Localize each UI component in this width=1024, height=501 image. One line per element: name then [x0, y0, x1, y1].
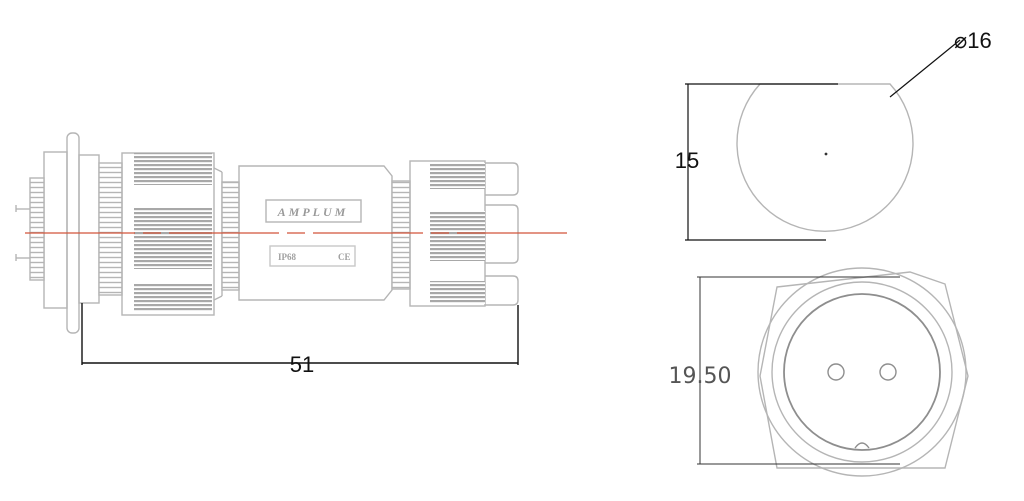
mid-thread	[221, 181, 240, 291]
across-flats-dimension	[697, 276, 900, 465]
end-view-profile	[736, 83, 914, 232]
rating-plate	[269, 245, 356, 267]
side-view: AMPLUM IP68 CE	[15, 132, 519, 334]
height-dimension-label: 15	[675, 148, 699, 173]
face-mid-ring	[771, 281, 953, 463]
cert-text: CE	[338, 252, 351, 262]
rear-thread	[29, 177, 45, 281]
length-dimension-label: 51	[290, 352, 314, 377]
pin-hole-right	[879, 363, 897, 381]
face-insert	[783, 293, 941, 451]
brand-plate	[265, 199, 362, 223]
gland-cap-mid	[485, 204, 519, 264]
gland-cap-top	[485, 162, 519, 196]
diameter-dimension-label: ⌀16	[954, 28, 992, 53]
end-view	[685, 39, 961, 241]
pin-hole-left	[827, 363, 845, 381]
rear-nut	[43, 151, 68, 309]
lock-nut	[78, 154, 100, 304]
keying-notch	[854, 442, 870, 449]
end-view-center-point	[824, 152, 828, 156]
hex-nut-outline	[759, 271, 969, 469]
cable-thread	[391, 180, 411, 290]
connector-body	[238, 165, 393, 301]
brand-text: AMPLUM	[277, 205, 349, 219]
across-flats-dimension-label: 19.50	[669, 364, 732, 389]
rating-text: IP68	[278, 252, 297, 262]
front-thread	[98, 162, 123, 296]
face-view	[757, 267, 969, 477]
gland-cap-bottom	[485, 275, 519, 306]
face-outer-ring	[757, 267, 967, 477]
length-dimension	[81, 303, 519, 365]
